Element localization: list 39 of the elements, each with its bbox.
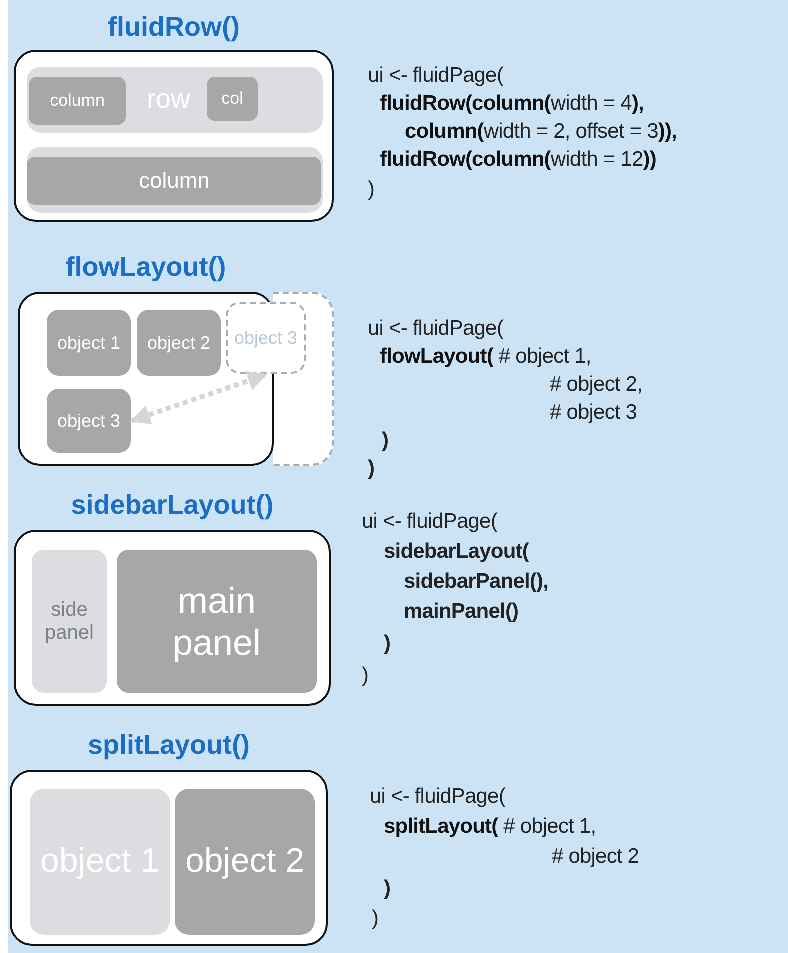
code-line: ) [382,428,389,454]
code-line: # object 3 [550,400,638,426]
layout-heading: splitLayout() [88,729,250,762]
column-block: column [27,157,321,205]
code-line: mainPanel() [404,599,519,625]
code-line: # object 2 [552,844,640,870]
layout-heading: sidebarLayout() [71,489,274,522]
code-line: column(width = 2, offset = 3)), [405,119,677,145]
code-line: # object 2, [550,372,642,398]
code-line: fluidRow(column(width = 12)) [380,147,656,173]
object-block: object 3 [47,389,131,453]
object-block: object 2 [137,310,221,376]
code-line: fluidRow(column(width = 4), [380,91,644,117]
row-band [27,67,323,133]
object-block: object 2 [175,789,315,935]
column-block: column [29,77,126,125]
layout-heading: fluidRow() [108,11,240,44]
object-block: object 1 [47,310,131,376]
panel-block: main panel [117,550,317,693]
panel-block: side panel [32,550,107,693]
code-line: ) [362,663,369,689]
code-line: ui <- fluidPage( [370,784,506,810]
row-band [27,147,323,213]
code-line: sidebarLayout( [384,539,529,565]
code-line: ) [384,876,391,902]
code-line: ui <- fluidPage( [362,509,498,535]
code-line: ) [384,631,391,657]
code-line: sidebarPanel(), [404,569,549,595]
code-line: ui <- fluidPage( [368,63,504,89]
double-arrow [130,371,268,425]
column-block: col [207,77,258,121]
code-line: ) [372,906,379,932]
object-block: object 3 [226,302,306,374]
code-line: flowLayout( # object 1, [380,344,592,370]
code-line: ) [368,177,375,203]
layout-heading: flowLayout() [66,251,226,284]
code-line: ui <- fluidPage( [368,316,504,342]
code-line: ) [368,456,375,482]
code-line: splitLayout( # object 1, [384,814,596,840]
